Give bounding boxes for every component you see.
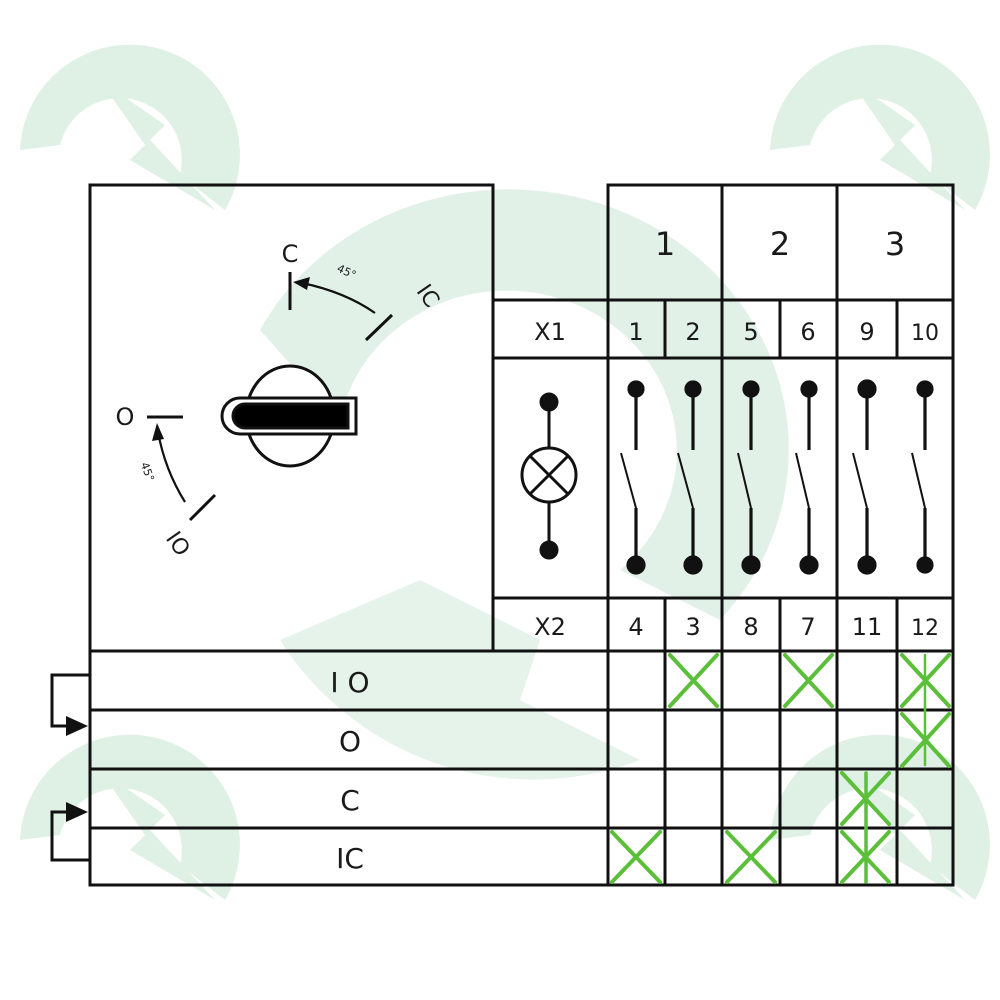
closed-contact-mark-icon xyxy=(725,830,777,884)
angle-label-o-io: 45° xyxy=(138,460,157,483)
position-label-io: IO xyxy=(160,527,194,561)
terminal-row-bottom: X2 4 3 8 7 11 12 xyxy=(534,613,939,641)
return-arrow-io-to-o xyxy=(50,673,90,728)
watermark-logos xyxy=(20,44,990,900)
lamp-terminal-x2: X2 xyxy=(534,613,566,641)
row-label-c: C xyxy=(340,784,360,817)
contact-switch-icon xyxy=(795,380,819,575)
contact-switch-icon xyxy=(677,380,703,575)
contact-group-3: 3 xyxy=(885,225,905,263)
frame-lines xyxy=(88,183,955,887)
rotary-handle-icon xyxy=(220,364,358,468)
contact-switch-icon xyxy=(620,380,646,575)
switching-marks xyxy=(610,653,951,884)
contact-switch-icon xyxy=(737,380,761,575)
position-label-c: C xyxy=(282,240,299,268)
rotation-arrow-io-to-o xyxy=(156,431,186,503)
contact-group-headers: 1 2 3 xyxy=(655,225,905,263)
indicator-lamp-icon xyxy=(520,392,578,560)
arrowhead-icon xyxy=(66,802,88,822)
arrowhead-icon xyxy=(293,277,310,290)
closed-contact-mark-icon xyxy=(840,830,891,884)
terminal-label: 10 xyxy=(911,321,939,346)
row-label-io: I O xyxy=(330,666,369,699)
switch-contacts xyxy=(620,379,934,575)
contact-group-1: 1 xyxy=(655,225,675,263)
terminal-label: 7 xyxy=(800,613,815,641)
terminal-label: 11 xyxy=(852,613,883,641)
terminal-label: 9 xyxy=(859,318,874,346)
arrowhead-icon xyxy=(152,423,164,441)
terminal-label: 3 xyxy=(685,613,700,641)
terminal-label: 4 xyxy=(628,613,643,641)
terminal-label: 1 xyxy=(628,318,643,346)
closed-contact-mark-icon xyxy=(840,771,891,884)
contact-group-2: 2 xyxy=(770,225,790,263)
watermark-logo-icon xyxy=(770,734,990,900)
terminal-row-top: X1 1 2 5 6 9 10 xyxy=(534,318,939,346)
closed-contact-mark-icon xyxy=(900,712,951,768)
arrowhead-icon xyxy=(66,716,88,736)
rotation-arrow-ic-to-c xyxy=(301,281,376,314)
switching-table-labels: I O O C IC xyxy=(330,666,369,875)
closed-contact-mark-icon xyxy=(900,653,951,767)
closed-contact-mark-icon xyxy=(783,653,834,708)
closed-contact-mark-icon xyxy=(668,653,719,708)
row-label-ic: IC xyxy=(336,842,364,875)
watermark-logo-icon xyxy=(20,734,240,900)
terminal-label: 6 xyxy=(800,318,815,346)
watermark-logo-icon xyxy=(770,44,990,210)
position-tick-ic xyxy=(364,313,394,342)
row-label-o: O xyxy=(339,725,361,758)
terminal-label: 5 xyxy=(743,318,758,346)
position-label-o: O xyxy=(116,403,135,431)
contact-switch-icon xyxy=(852,379,877,575)
watermark-logo-icon xyxy=(20,44,240,210)
lamp-terminal-x1: X1 xyxy=(534,318,566,346)
terminal-label: 12 xyxy=(911,616,939,641)
spring-return-arrows xyxy=(50,673,90,862)
terminal-label: 8 xyxy=(743,613,758,641)
return-arrow-ic-to-c xyxy=(50,810,90,862)
watermark-logo-icon-large xyxy=(260,189,789,780)
closed-contact-mark-icon xyxy=(610,830,662,884)
contact-switch-icon xyxy=(911,380,934,574)
handle-dial: C IC 45° O IO 45° xyxy=(116,240,444,561)
terminal-label: 2 xyxy=(685,318,700,346)
position-tick-io xyxy=(188,493,217,522)
